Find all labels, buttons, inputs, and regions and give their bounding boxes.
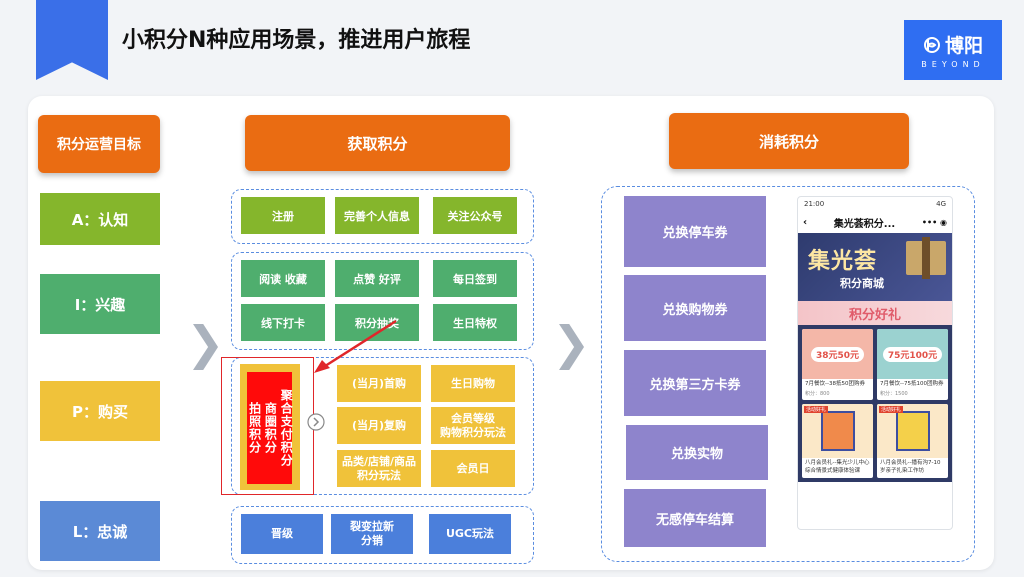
acquire-title: 获取积分 — [245, 115, 510, 171]
acquire-register: 注册 — [241, 197, 325, 234]
coupon-points: 积分：800 — [805, 390, 830, 397]
poster-card[interactable]: 活动好礼 八月会员礼--播有沟7-10岁亲子扎染工作坊 — [877, 404, 948, 478]
poster-tag: 活动好礼 — [879, 406, 904, 414]
poster-tag: 活动好礼 — [804, 406, 829, 414]
acquire-member-day: 会员日 — [431, 450, 515, 487]
consume-shopping-coupon: 兑换购物券 — [624, 275, 766, 341]
page-title: 小积分N种应用场景，推进用户旅程 — [122, 28, 471, 53]
coupon-value: 75元100元 — [882, 346, 943, 362]
menu-dots-icon[interactable]: ••• ◉ — [921, 217, 947, 227]
vertical-label-aggregate-pay: 聚合支付积分 — [279, 389, 294, 467]
poster-title: 八月会员礼--播有沟7-10岁亲子扎染工作坊 — [880, 460, 941, 474]
consume-parking-settlement: 无感停车结算 — [624, 489, 766, 547]
circle-chevron-icon — [307, 413, 325, 431]
coupon-card[interactable]: 75元100元 7月餐饮--75抵100团购券 积分：1500 — [877, 329, 948, 401]
gift-ribbon-icon — [922, 237, 930, 279]
logo-subtitle: BEYOND — [921, 60, 985, 69]
acquire-repurchase: (当月)复购 — [337, 407, 421, 444]
banner-title: 集光荟 — [808, 249, 878, 274]
goals-title: 积分运营目标 — [38, 115, 160, 173]
acquire-daily-checkin: 每日签到 — [433, 260, 517, 297]
interest-group — [231, 252, 534, 350]
loyalty-group — [231, 506, 534, 564]
goal-awareness: A：认知 — [40, 193, 160, 245]
coupon-title: 7月餐饮--75抵100团购券 — [880, 381, 944, 387]
consume-physical-goods: 兑换实物 — [626, 425, 768, 480]
acquire-birthday-privilege: 生日特权 — [433, 304, 517, 341]
awareness-group — [231, 189, 534, 244]
banner-subtitle: 积分商城 — [840, 277, 884, 290]
acquire-follow-account: 关注公众号 — [433, 197, 517, 234]
purchase-group — [231, 357, 534, 495]
vertical-label-photo-points: 拍照积分 — [247, 402, 262, 454]
consume-group — [601, 186, 975, 562]
back-icon[interactable]: ‹ — [803, 216, 808, 228]
brand-logo: 博阳 BEYOND — [904, 20, 1002, 80]
phone-mockup: 21:00 4G ‹ 集光荟积分... ••• ◉ 集光荟 积分商城 积分好礼 … — [797, 196, 953, 530]
consume-parking-coupon: 兑换停车券 — [624, 196, 766, 267]
chevron-right-icon: ❯ — [186, 316, 225, 370]
consume-title: 消耗积分 — [669, 113, 909, 169]
consume-third-party: 兑换第三方卡券 — [624, 350, 766, 416]
status-time: 21:00 — [804, 200, 825, 208]
coupon-points: 积分：1500 — [880, 390, 908, 397]
vertical-label-mall-points: 商圈积分 — [263, 402, 278, 454]
goal-purchase: P：购买 — [40, 381, 160, 441]
coupon-title: 7月餐饮--38抵50团购券 — [805, 381, 865, 387]
acquire-category-store: 品类/店铺/商品 积分玩法 — [337, 450, 421, 487]
acquire-offline-checkin: 线下打卡 — [241, 304, 325, 341]
arrow-icon — [314, 319, 397, 373]
logo-name: 博阳 — [944, 35, 983, 57]
goal-loyalty: L：忠诚 — [40, 501, 160, 561]
coupon-cards: 38元50元 7月餐饮--38抵50团购券 积分：800 75元100元 7月餐… — [798, 325, 952, 405]
poster-image — [895, 411, 930, 452]
phone-nav-bar: ‹ 集光荟积分... ••• ◉ — [798, 211, 952, 233]
phone-page-title: 集光荟积分... — [833, 218, 896, 230]
acquire-upgrade: 晋级 — [241, 514, 323, 554]
chevron-right-icon: ❯ — [552, 316, 591, 370]
status-signal: 4G — [936, 200, 946, 208]
acquire-first-purchase: (当月)首购 — [337, 365, 421, 402]
ribbon-bar: 积分好礼 — [798, 301, 952, 325]
poster-image — [820, 411, 855, 452]
poster-title: 八月会员礼--集光少儿中心综合情景式健康体验课 — [805, 460, 870, 474]
acquire-member-level: 会员等级 购物积分玩法 — [431, 407, 515, 444]
header-flag — [36, 0, 108, 80]
acquire-complete-profile: 完善个人信息 — [335, 197, 419, 234]
acquire-ugc: UGC玩法 — [429, 514, 511, 554]
acquire-birthday-shopping: 生日购物 — [431, 365, 515, 402]
poster-card[interactable]: 活动好礼 八月会员礼--集光少儿中心综合情景式健康体验课 — [802, 404, 873, 478]
acquire-read-collect: 阅读 收藏 — [241, 260, 325, 297]
coupon-value: 38元50元 — [810, 346, 865, 362]
acquire-referral: 裂变拉新 分销 — [331, 514, 413, 554]
logo-mark-icon — [923, 36, 940, 53]
phone-banner: 集光荟 积分商城 — [798, 233, 952, 301]
phone-status-bar: 21:00 4G — [798, 197, 952, 211]
goal-interest: I：兴趣 — [40, 274, 160, 334]
purchase-vertical-inner: 聚合支付积分 商圈积分 拍照积分 — [247, 372, 294, 484]
acquire-like-review: 点赞 好评 — [335, 260, 419, 297]
poster-cards: 活动好礼 八月会员礼--集光少儿中心综合情景式健康体验课 活动好礼 八月会员礼-… — [798, 404, 952, 482]
acquire-points-lottery: 积分抽奖 — [335, 304, 419, 341]
coupon-card[interactable]: 38元50元 7月餐饮--38抵50团购券 积分：800 — [802, 329, 873, 401]
